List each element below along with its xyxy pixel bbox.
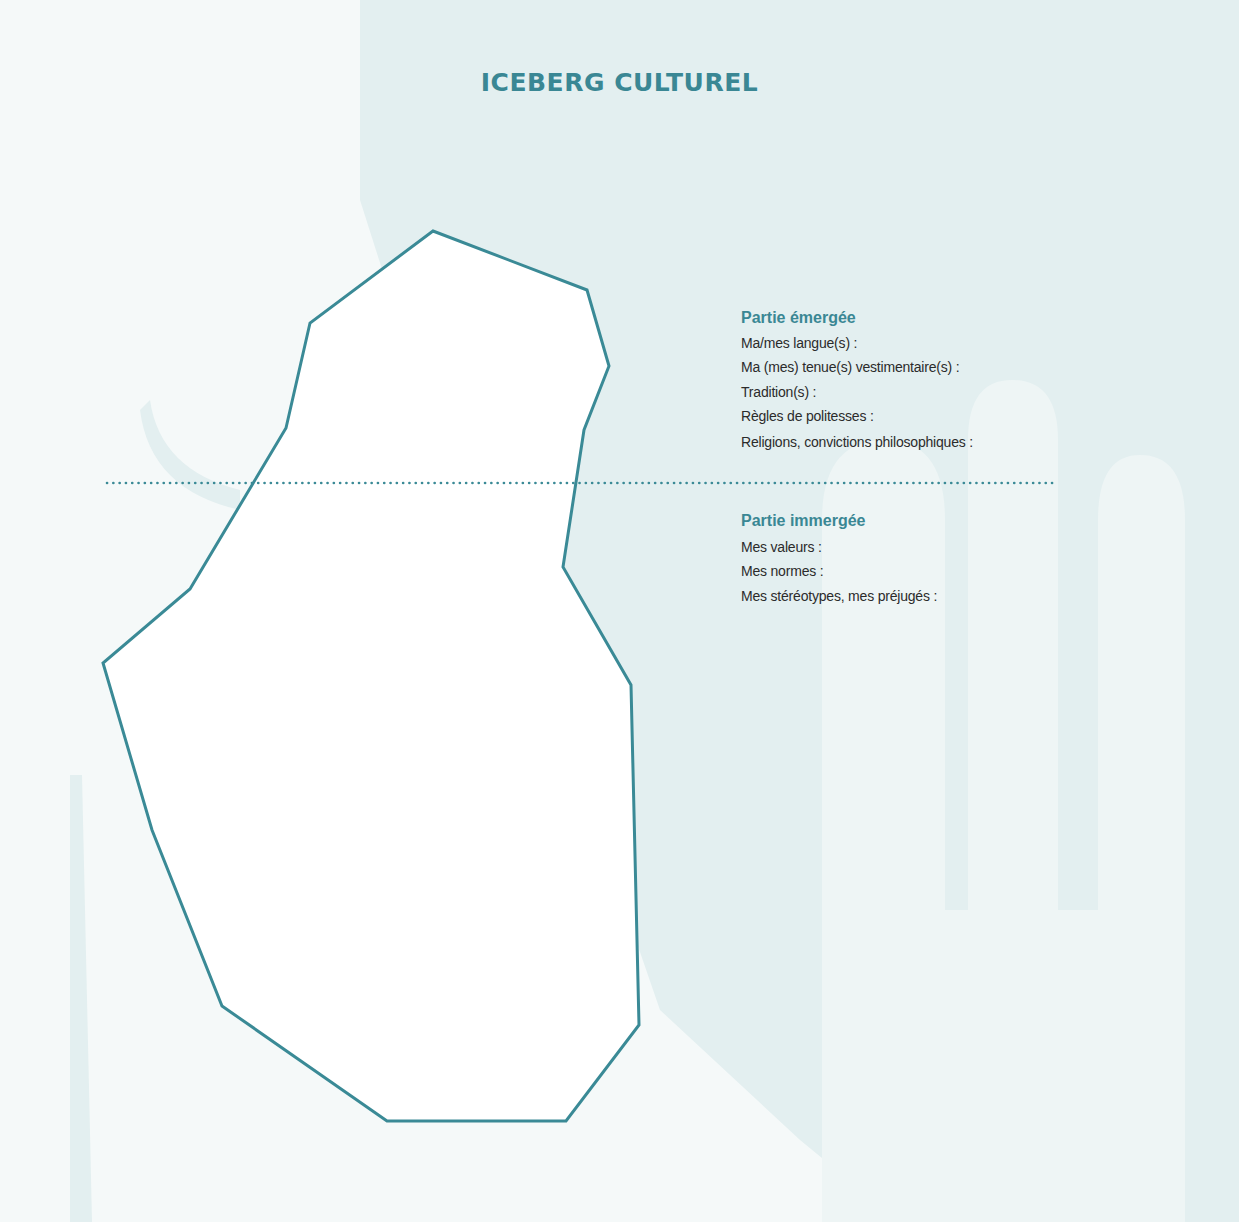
prompt-line: Ma/mes langue(s) :: [741, 334, 857, 352]
prompt-line: Mes stéréotypes, mes préjugés :: [741, 587, 937, 605]
prompt-line: Religions, convictions philosophiques :: [741, 433, 973, 451]
section-heading: Partie immergée: [741, 512, 866, 530]
prompt-line: Tradition(s) :: [741, 383, 816, 401]
iceberg-outline: [103, 231, 639, 1121]
prompt-line: Règles de politesses :: [741, 407, 874, 425]
diagram-title: ICEBERG CULTUREL: [0, 68, 1239, 97]
prompt-line: Mes valeurs :: [741, 538, 822, 556]
hand-fingers: [822, 380, 1185, 1222]
left-shape: [140, 400, 240, 510]
prompt-line: Ma (mes) tenue(s) vestimentaire(s) :: [741, 358, 959, 376]
prompt-line: Mes normes :: [741, 562, 823, 580]
section-heading: Partie émergée: [741, 309, 856, 327]
left-stroke: [70, 775, 92, 1222]
waterline: [107, 482, 1053, 485]
